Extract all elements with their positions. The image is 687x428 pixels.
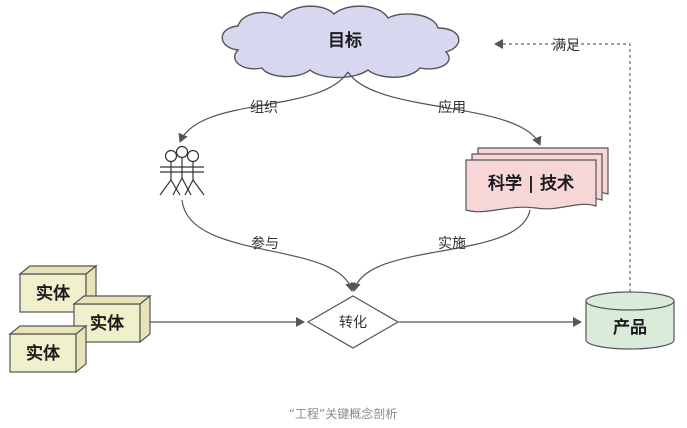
product-label: 产品 (613, 317, 647, 338)
entity-label-1: 实体 (36, 283, 71, 304)
edge-organize (178, 71, 349, 143)
sci-tech-document-node: 科学 | 技术 (465, 147, 609, 213)
edge-label-satisfy: 满足 (552, 38, 580, 54)
entity-box-3: 实体 (8, 324, 88, 374)
transform-label: 转化 (339, 315, 367, 331)
edge-label-implement: 实施 (438, 236, 466, 252)
entity-label-3: 实体 (26, 343, 61, 364)
edge-apply (347, 71, 542, 146)
edge-label-organize: 组织 (250, 100, 278, 116)
cloud-shape (221, 5, 460, 79)
edge-label-participate: 参与 (251, 235, 279, 252)
edge-satisfy (494, 39, 631, 292)
edge-implement (350, 209, 531, 292)
sci-tech-label: 科学 | 技术 (488, 173, 574, 194)
figure-caption: “工程”关键概念剖析 (289, 406, 397, 421)
people-icon (159, 145, 205, 196)
edge-label-apply: 应用 (438, 99, 466, 116)
edge-participate (181, 199, 356, 292)
entity-label-2: 实体 (90, 313, 125, 334)
transform-diamond-node: 转化 (306, 295, 400, 349)
product-cylinder-node: 产品 (585, 291, 675, 350)
goal-cloud-node: 目标 (221, 5, 460, 79)
goal-label: 目标 (328, 30, 362, 51)
